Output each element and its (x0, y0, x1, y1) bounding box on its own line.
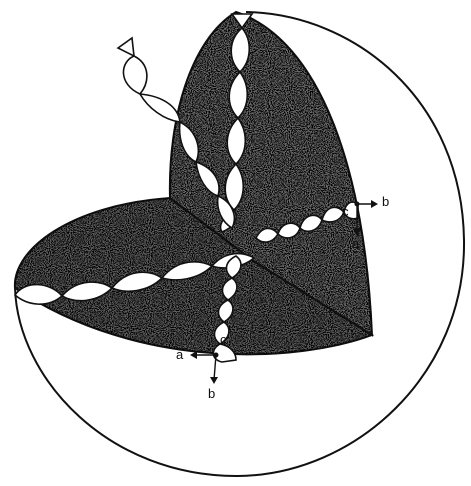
label-right-b: b (382, 194, 389, 209)
label-bottom-c: c (220, 332, 227, 347)
label-right-c: c (342, 204, 349, 219)
label-bottom-a: a (176, 347, 184, 362)
label-right-a: a (352, 236, 360, 251)
label-bottom-b: b (208, 386, 215, 401)
